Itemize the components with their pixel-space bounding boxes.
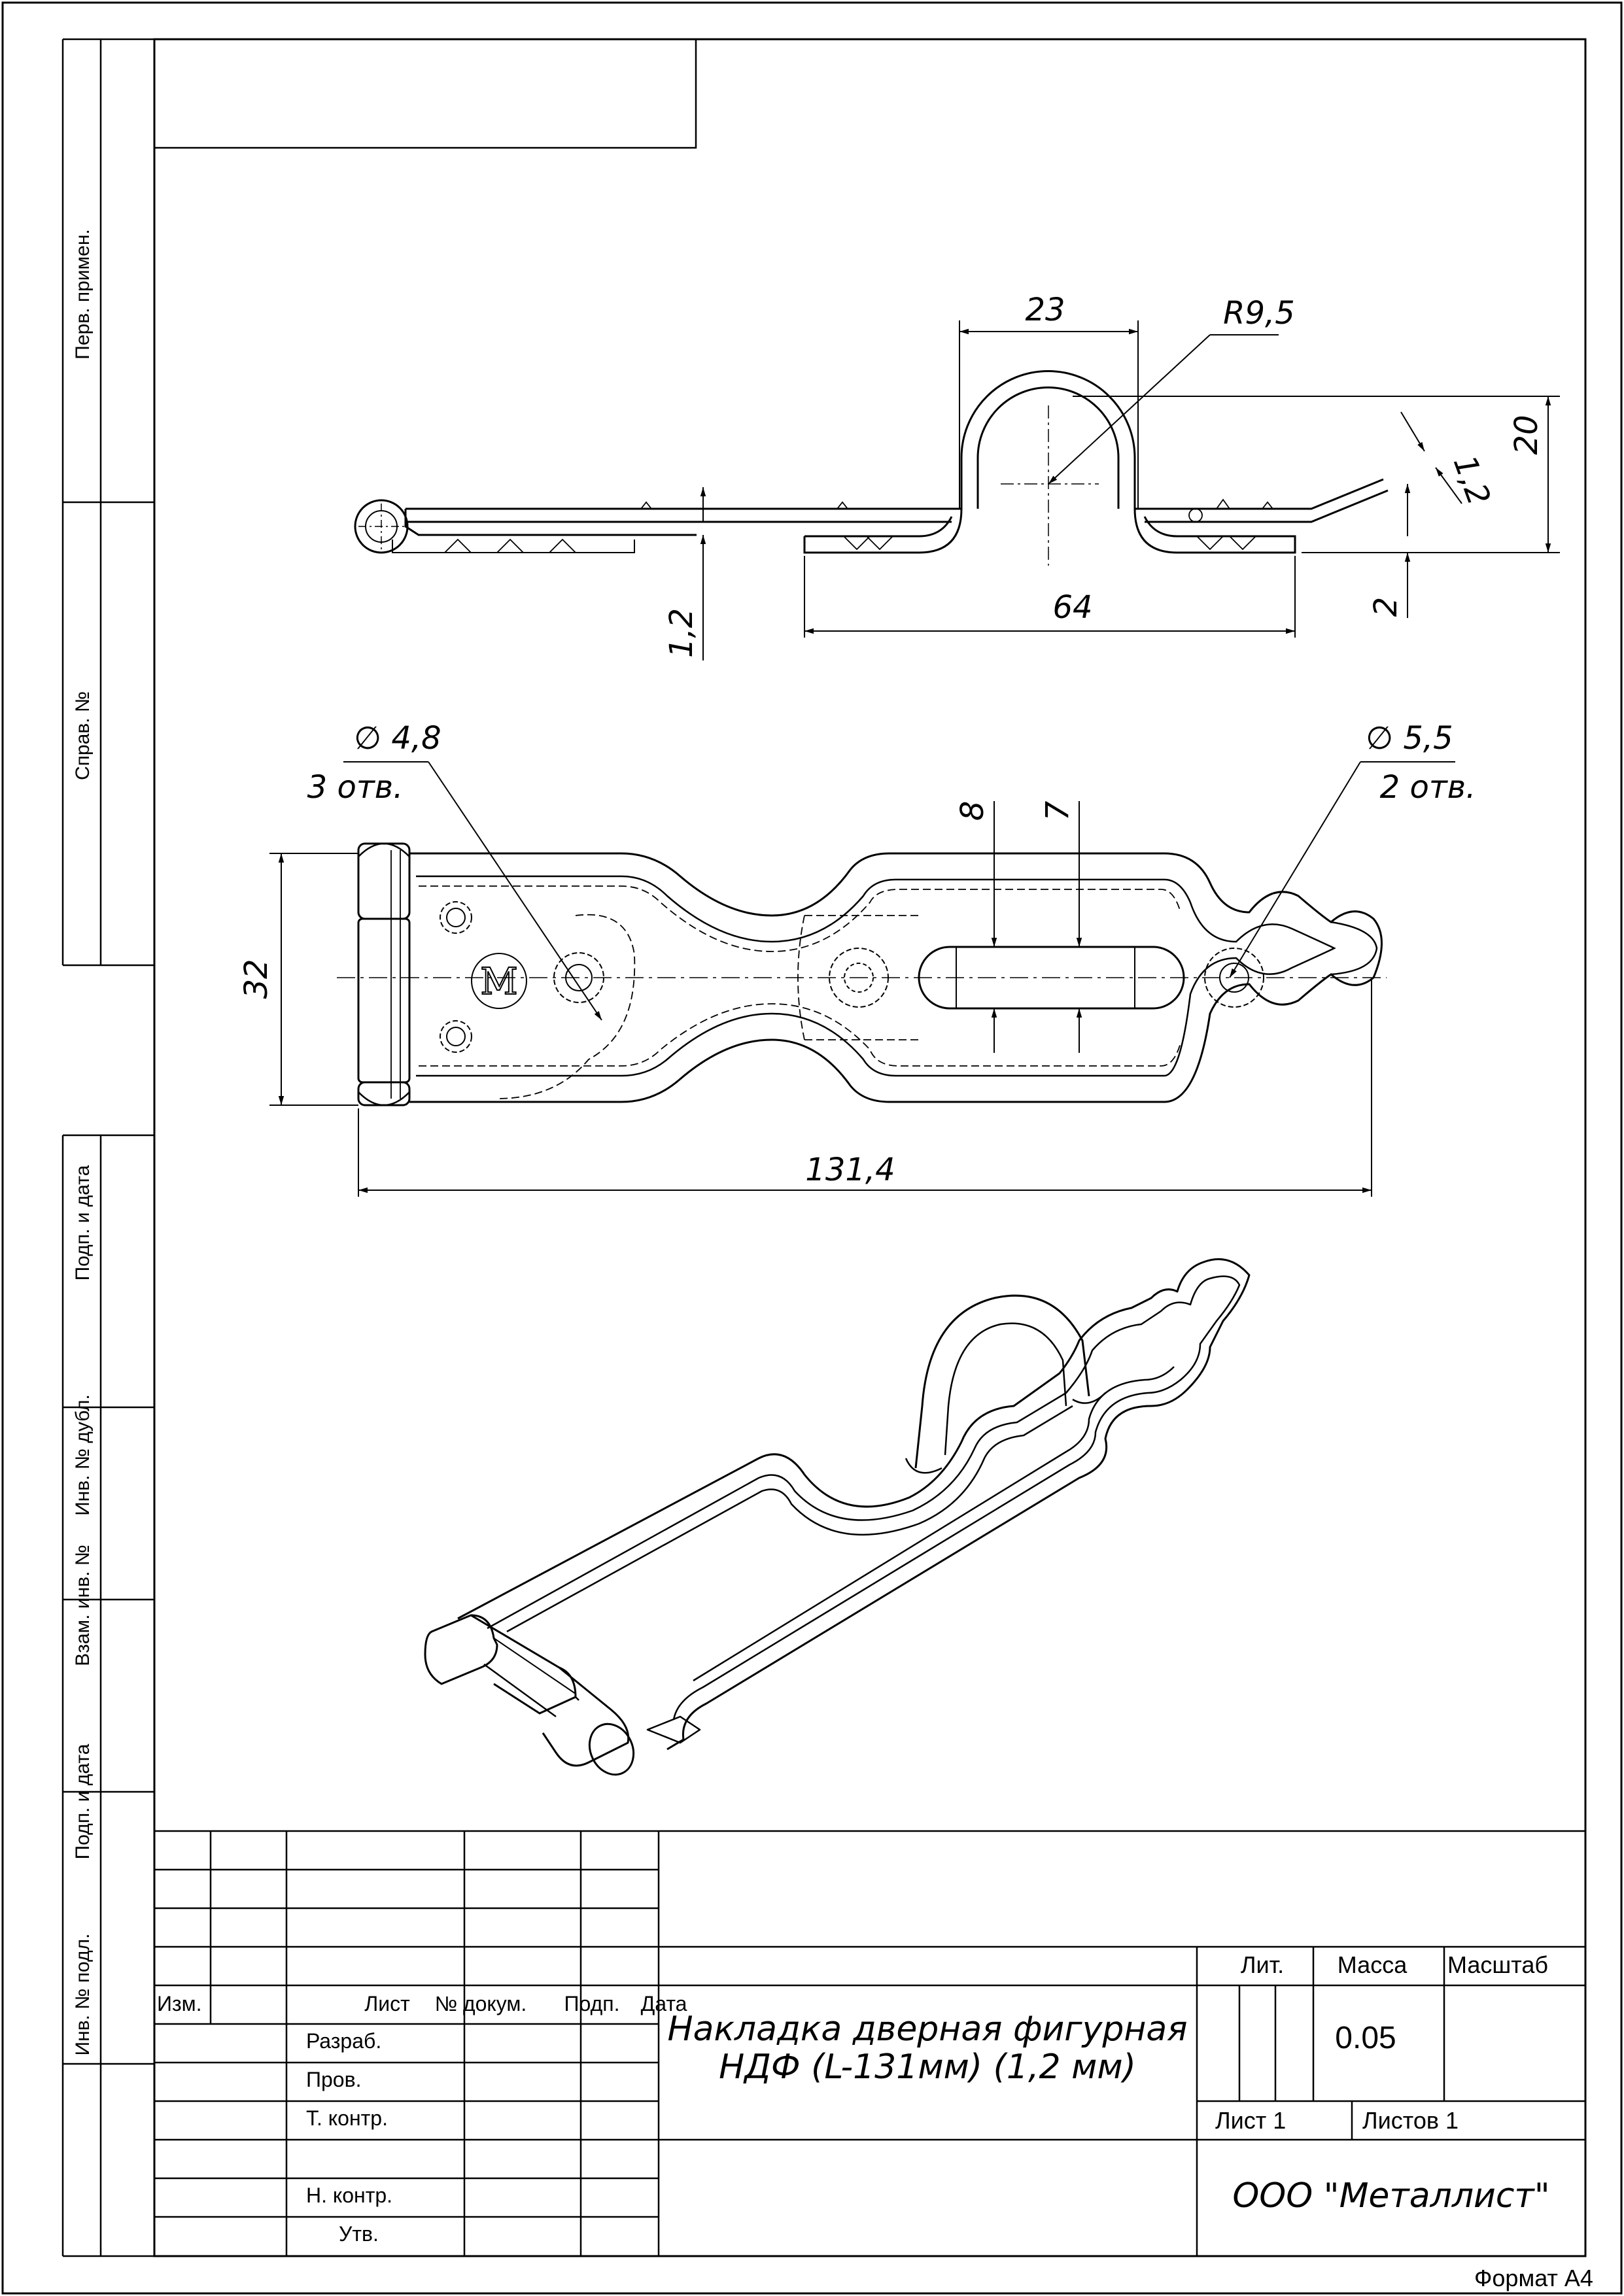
dim-64: 64	[1052, 589, 1092, 626]
row-utv: Утв.	[339, 2222, 379, 2246]
dim-r9-5: R9,5	[1223, 295, 1295, 332]
isometric-view	[424, 1258, 1251, 1776]
col-podp: Подп.	[564, 1992, 620, 2015]
label-podp-i-data-1: Подп. и дата	[72, 1165, 94, 1280]
margin-labels: Перв. примен. Справ. № Подп. и дата Инв.…	[72, 229, 94, 2055]
dim-slot-7: 7	[1039, 800, 1076, 821]
iso-hinge	[424, 1614, 635, 1776]
hinge-knuckle-top	[357, 842, 411, 920]
label-sprav-no: Справ. №	[72, 691, 94, 780]
label-inv-no-dubl: Инв. № дубл.	[72, 1394, 94, 1516]
loop-arch	[976, 386, 1120, 509]
row-razrab: Разраб.	[306, 2029, 381, 2053]
plate-profile	[406, 370, 1384, 510]
col-data: Дата	[641, 1992, 687, 2015]
side-view-dimensions	[700, 320, 1560, 660]
iso-loop	[914, 1294, 1090, 1469]
dim-20: 20	[1508, 415, 1545, 454]
label-vzam-inv-no: Взам. инв. №	[72, 1545, 94, 1666]
dim-hole-count-small: 3 отв.	[307, 769, 404, 806]
format-label: Формат А4	[1474, 2265, 1593, 2291]
hinge-knuckle-mid	[357, 917, 411, 1084]
dim-slot-8: 8	[954, 801, 991, 821]
label-perv-primen: Перв. примен.	[72, 229, 94, 359]
dim-hole-count-large: 2 отв.	[1380, 769, 1476, 806]
logo-letter: M	[480, 961, 517, 1003]
plate-outline	[409, 852, 1383, 1103]
col-dokum: № докум.	[435, 1992, 527, 2015]
row-t-kontr: Т. контр.	[306, 2106, 388, 2130]
title-block-lines	[154, 1830, 1585, 2256]
listov-label: Листов 1	[1362, 2107, 1459, 2134]
col-izm: Изм.	[157, 1992, 202, 2015]
screw-holes	[440, 901, 1264, 1053]
massa-label: Масса	[1338, 1951, 1408, 1978]
side-view	[354, 370, 1389, 566]
iso-plate-outline	[457, 1258, 1251, 1751]
masshtab-label: Масштаб	[1447, 1951, 1548, 1978]
label-podp-i-data-2: Подп. и дата	[72, 1743, 94, 1859]
massa-value: 0.05	[1335, 2021, 1396, 2055]
plan-view	[337, 842, 1387, 1106]
plan-view-dim-text: ∅ 4,8 3 отв. ∅ 5,5 2 отв. 8 7 32 131,4	[238, 720, 1476, 1188]
dim-131-4: 131,4	[805, 1152, 895, 1188]
plate-inner-rib	[416, 875, 1336, 1077]
lit-label: Лит.	[1241, 1951, 1284, 1978]
side-view-dim-text: 23 R9,5 20 1,2 64 1,2 2	[663, 292, 1545, 658]
label-inv-no-podl: Инв. № подл.	[72, 1934, 94, 2056]
company-name: ООО "Металлист"	[1232, 2176, 1549, 2216]
dim-hole-dia-large: ∅ 5,5	[1366, 720, 1453, 757]
list-label: Лист 1	[1215, 2107, 1286, 2134]
dim-23: 23	[1025, 292, 1065, 328]
row-prov: Пров.	[306, 2068, 361, 2091]
logo-circle	[471, 953, 527, 1009]
title-block-text: Изм. Лист № докум. Подп. Дата Разраб. Пр…	[157, 1951, 1593, 2291]
dim-hole-dia-small: ∅ 4,8	[354, 720, 441, 757]
dim-1-2-right: 1,2	[1446, 451, 1498, 510]
left-margin-strip	[61, 38, 154, 2257]
row-n-kontr: Н. контр.	[306, 2184, 392, 2207]
col-list: Лист	[364, 1992, 410, 2015]
dim-2: 2	[1368, 597, 1404, 617]
title-block-gost-text: Накладка дверная фигурная НДФ (L-131мм) …	[667, 2010, 1549, 2216]
document-title-line1: Накладка дверная фигурная	[667, 2010, 1187, 2049]
dim-1-2-left: 1,2	[663, 608, 700, 658]
hinge-roll-side	[354, 499, 409, 554]
plan-view-dimensions	[269, 761, 1455, 1197]
hinge-knuckle-bottom	[357, 1081, 411, 1106]
dim-32: 32	[238, 959, 275, 999]
document-title-line2: НДФ (L-131мм) (1,2 мм)	[719, 2048, 1136, 2087]
